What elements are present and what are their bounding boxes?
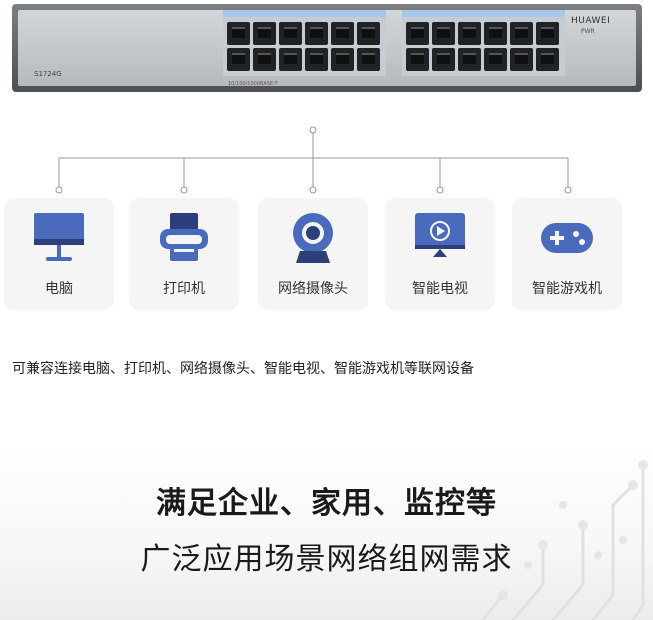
slogan-line-2: 广泛应用场景网络组网需求 [140,542,513,577]
device-card-computer: 电脑 [4,198,114,310]
device-card-webcam: 网络摄像头 [258,198,368,310]
ethernet-port [305,48,328,71]
printer-icon [160,213,208,261]
ethernet-port [406,48,429,71]
compatibility-caption: 可兼容连接电脑、打印机、网络摄像头、智能电视、智能游戏机等联网设备 [12,361,474,377]
port-led-strip [223,10,386,17]
switch-model-label: S1724G [34,70,62,78]
ethernet-port [305,22,328,45]
ethernet-port [227,48,250,71]
brand-logo-text: HUAWEI [571,16,611,26]
slogan-line-1: 满足企业、家用、监控等 [156,486,497,521]
ethernet-port [357,22,380,45]
ethernet-port [331,48,354,71]
ethernet-port [432,48,455,71]
ethernet-port [406,22,429,45]
device-label: 电脑 [45,281,73,297]
ethernet-port [458,48,481,71]
port-bank-right [402,10,565,76]
connection-tree [55,126,572,194]
port-bank-left [223,10,386,76]
smart-tv-icon [415,213,465,257]
device-card-game-console: 智能游戏机 [512,198,622,310]
device-card-smart-tv: 智能电视 [385,198,495,310]
network-switch-image: S1724G [12,4,642,92]
power-indicator-label: PWR [581,28,595,35]
device-card-printer: 打印机 [129,198,239,310]
device-label: 打印机 [163,281,205,297]
ethernet-port [227,22,250,45]
ethernet-port [484,22,507,45]
webcam-icon [293,213,333,263]
ethernet-port [484,48,507,71]
ethernet-port [510,48,533,71]
ethernet-port [510,22,533,45]
ethernet-port [279,48,302,71]
ethernet-port [536,48,559,71]
computer-monitor-icon [34,213,84,261]
ethernet-port [331,22,354,45]
device-label: 网络摄像头 [278,281,348,297]
ethernet-port [458,22,481,45]
device-label: 智能游戏机 [532,281,602,297]
game-controller-icon [541,223,593,253]
port-led-strip [402,10,565,17]
ethernet-port [357,48,380,71]
slogan-banner [0,445,653,620]
ethernet-port [253,48,276,71]
device-label: 智能电视 [412,281,468,297]
ethernet-port [432,22,455,45]
circuit-pattern-decoration [481,460,648,620]
ethernet-port [253,22,276,45]
ethernet-port [536,22,559,45]
ethernet-port [279,22,302,45]
port-spec-label: 10/100/1000BASE-T [228,81,278,87]
